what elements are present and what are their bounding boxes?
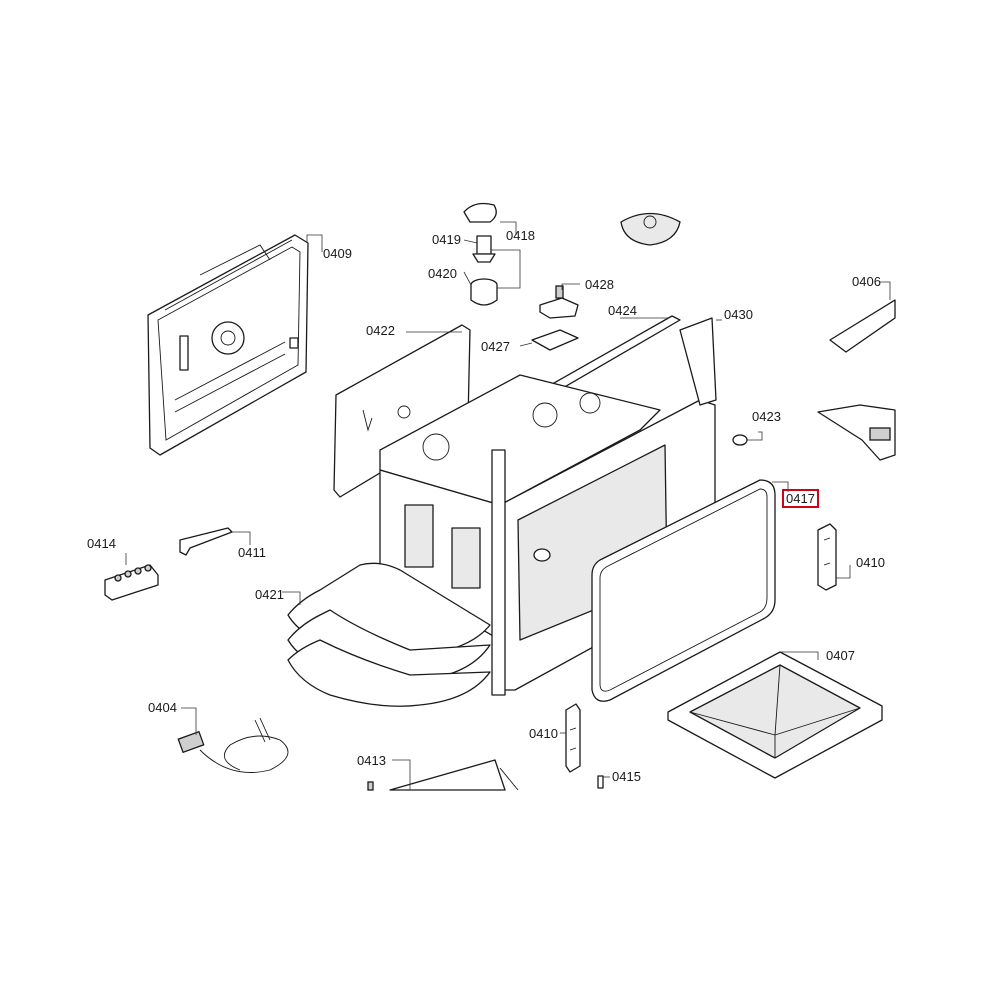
bottom-pan-part[interactable] bbox=[667, 651, 883, 779]
label-0420[interactable]: 0420 bbox=[428, 266, 457, 281]
label-0411[interactable]: 0411 bbox=[238, 545, 266, 560]
label-0427[interactable]: 0427 bbox=[481, 339, 510, 354]
fan-motor-part[interactable] bbox=[463, 202, 681, 306]
plate-part[interactable] bbox=[531, 329, 579, 351]
label-0424[interactable]: 0424 bbox=[608, 303, 637, 318]
bottom-sheet-part[interactable] bbox=[367, 759, 519, 791]
label-0415[interactable]: 0415 bbox=[612, 769, 641, 784]
label-0422[interactable]: 0422 bbox=[366, 323, 395, 338]
label-0414[interactable]: 0414 bbox=[87, 536, 116, 551]
label-0410-lower[interactable]: 0410 bbox=[529, 726, 558, 741]
label-0421[interactable]: 0421 bbox=[255, 587, 284, 602]
bracket-part[interactable] bbox=[539, 285, 579, 319]
baking-tray-part[interactable] bbox=[287, 562, 491, 707]
terminal-block-part[interactable] bbox=[104, 564, 159, 601]
hinge-right-part[interactable] bbox=[817, 523, 837, 591]
label-0417[interactable]: 0417 bbox=[782, 489, 819, 508]
hinge-lower-part[interactable] bbox=[565, 703, 581, 773]
door-seal-part[interactable] bbox=[591, 479, 776, 702]
label-0410-right[interactable]: 0410 bbox=[856, 555, 885, 570]
label-0409[interactable]: 0409 bbox=[323, 246, 352, 261]
leader-lines bbox=[125, 221, 891, 790]
top-rail-part[interactable] bbox=[817, 299, 896, 461]
label-0428[interactable]: 0428 bbox=[585, 277, 614, 292]
label-0413[interactable]: 0413 bbox=[357, 753, 386, 768]
label-0418[interactable]: 0418 bbox=[506, 228, 535, 243]
label-0430[interactable]: 0430 bbox=[724, 307, 753, 322]
screw-part[interactable] bbox=[597, 775, 604, 789]
label-0404[interactable]: 0404 bbox=[148, 700, 177, 715]
label-0406[interactable]: 0406 bbox=[852, 274, 881, 289]
power-cable-part[interactable] bbox=[177, 717, 289, 773]
latch-part[interactable] bbox=[179, 527, 233, 556]
label-0419[interactable]: 0419 bbox=[432, 232, 461, 247]
back-panel-part[interactable] bbox=[147, 234, 309, 456]
label-0407[interactable]: 0407 bbox=[826, 648, 855, 663]
label-0423[interactable]: 0423 bbox=[752, 409, 781, 424]
